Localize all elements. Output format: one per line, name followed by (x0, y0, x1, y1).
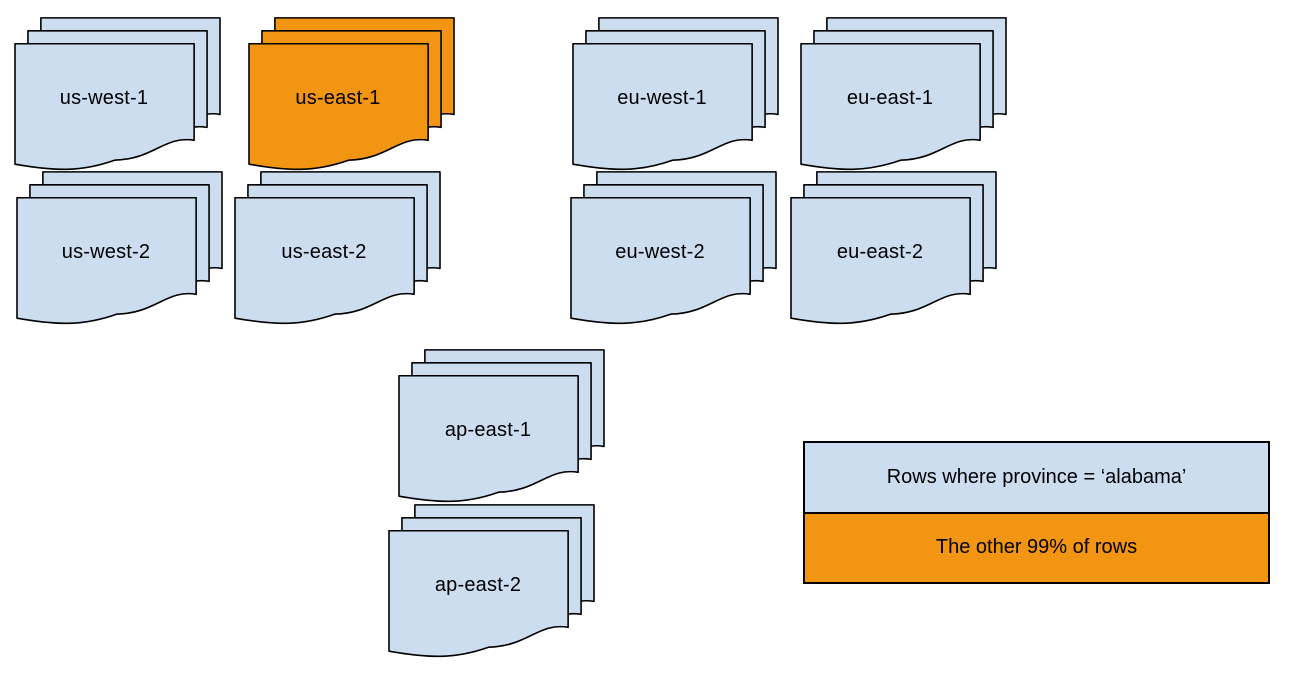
region-stack-ap-east-1: ap-east-1 (398, 348, 606, 508)
stacked-documents-icon (14, 17, 221, 171)
stacked-documents-icon (572, 17, 779, 171)
region-stack-eu-east-1: eu-east-1 (800, 16, 1008, 176)
region-stack-eu-west-1: eu-west-1 (572, 16, 780, 176)
region-stack-us-east-2: us-east-2 (234, 170, 442, 330)
stacked-documents-icon (790, 171, 997, 325)
region-stack-us-west-2: us-west-2 (16, 170, 224, 330)
stacked-documents-icon (234, 171, 441, 325)
stacked-documents-icon (388, 504, 595, 658)
stacked-documents-icon (16, 171, 223, 325)
region-stack-eu-west-2: eu-west-2 (570, 170, 778, 330)
stacked-documents-icon (800, 17, 1007, 171)
legend: Rows where province = ‘alabama’ The othe… (803, 441, 1270, 584)
legend-label: The other 99% of rows (935, 536, 1138, 559)
stacked-documents-icon (398, 349, 605, 503)
legend-row-other-rows: The other 99% of rows (805, 511, 1268, 582)
legend-label: Rows where province = ‘alabama’ (886, 465, 1187, 488)
region-stack-ap-east-2: ap-east-2 (388, 503, 596, 663)
stacked-documents-icon (248, 17, 455, 171)
legend-row-alabama: Rows where province = ‘alabama’ (805, 443, 1268, 512)
region-stack-us-west-1: us-west-1 (14, 16, 222, 176)
region-stack-eu-east-2: eu-east-2 (790, 170, 998, 330)
stacked-documents-icon (570, 171, 777, 325)
region-stack-us-east-1: us-east-1 (248, 16, 456, 176)
